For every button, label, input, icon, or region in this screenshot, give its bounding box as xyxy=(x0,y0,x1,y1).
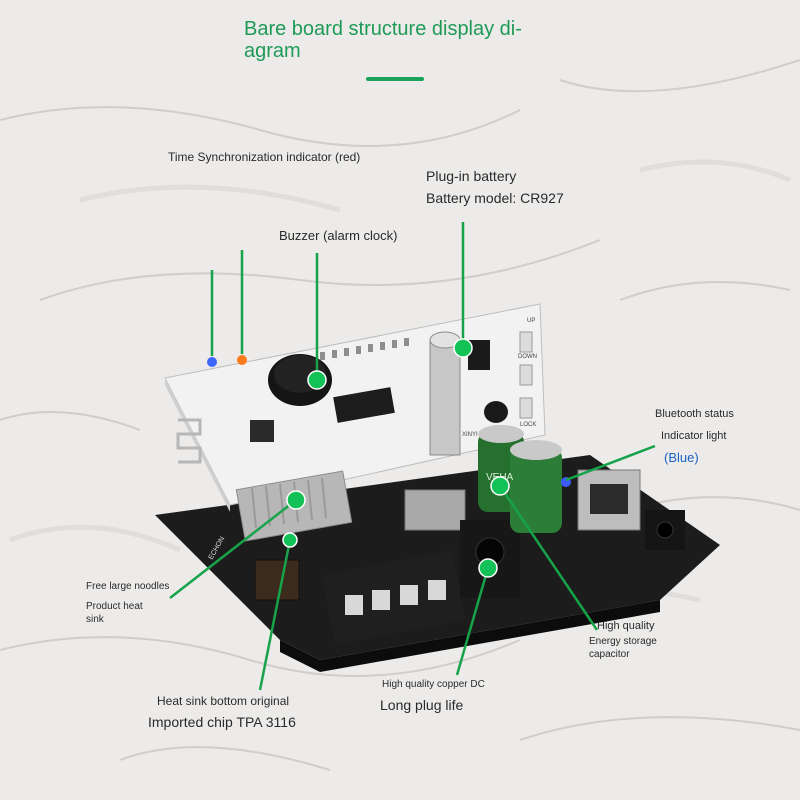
side-buttons xyxy=(519,331,533,419)
label-imported-chip: Imported chip TPA 3116 xyxy=(148,714,296,730)
main-pcb-edge xyxy=(280,600,660,672)
label-energy-storage: Energy storage xyxy=(589,636,657,647)
marking-down: DOWN xyxy=(518,354,537,360)
battery-holder xyxy=(468,340,490,370)
label-battery-model: Battery model: CR927 xyxy=(426,190,564,206)
display-pcb-side xyxy=(165,378,230,512)
pin-row xyxy=(320,338,409,360)
large-capacitor-1-top xyxy=(478,425,524,443)
marking-lock: LOCK xyxy=(520,422,536,428)
antenna-trace xyxy=(176,418,202,464)
label-indicator-light: Indicator light xyxy=(661,430,727,442)
title-line-2: agram xyxy=(244,40,301,62)
label-sink: sink xyxy=(86,614,104,625)
label-free-noodles: Free large noodles xyxy=(86,581,170,592)
inductor xyxy=(254,559,300,601)
pot-base xyxy=(404,489,466,531)
led-blue xyxy=(207,357,217,367)
chip-main xyxy=(333,387,395,423)
label-blue: (Blue) xyxy=(664,450,699,465)
label-time-sync: Time Synchronization indicator (red) xyxy=(168,150,361,164)
title-underline xyxy=(366,77,424,81)
label-high-quality: High quality xyxy=(597,620,655,632)
terminal-block xyxy=(322,550,465,645)
audio-jack-hole xyxy=(656,521,674,539)
usb-slot xyxy=(590,484,628,514)
diagram-title: Bare board structure display di- agram xyxy=(244,18,564,62)
chip-small xyxy=(250,420,274,442)
label-product-heat: Product heat xyxy=(86,601,143,612)
large-capacitor-2 xyxy=(510,448,562,533)
small-capacitor xyxy=(484,401,508,423)
label-long-plug: Long plug life xyxy=(380,697,464,713)
label-heat-sink-bottom: Heat sink bottom original xyxy=(157,694,290,708)
label-copper-dc: High quality copper DC xyxy=(382,679,485,690)
pot-shaft xyxy=(429,339,461,456)
label-plugin-battery: Plug-in battery xyxy=(426,168,517,184)
large-capacitor-2-top xyxy=(510,440,562,460)
title-line-1: Bare board structure display di- xyxy=(244,18,522,40)
label-bluetooth-status: Bluetooth status xyxy=(655,408,734,420)
marking-brand: XINYI xyxy=(462,432,478,438)
marking-up: UP xyxy=(527,318,535,324)
led-red xyxy=(237,355,247,365)
label-capacitor: capacitor xyxy=(589,649,630,660)
marker-dots xyxy=(282,338,510,578)
leader-lines xyxy=(169,222,656,691)
terminal-screws xyxy=(345,580,446,615)
label-buzzer: Buzzer (alarm clock) xyxy=(279,228,398,243)
